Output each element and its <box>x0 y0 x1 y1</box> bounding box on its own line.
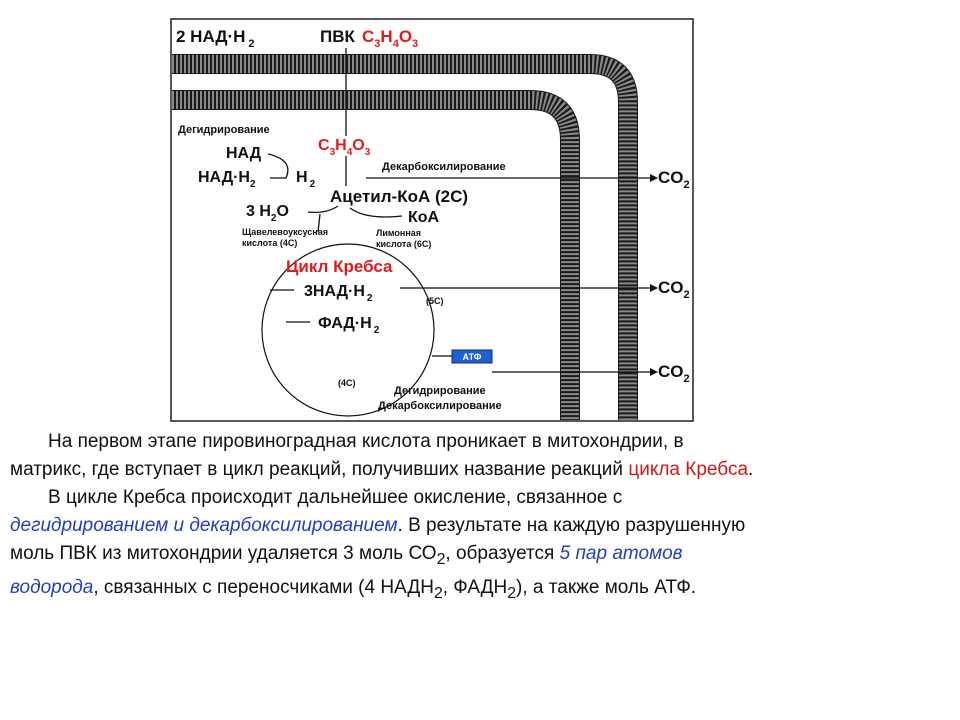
paragraph-2-line-3: моль ПВК из митохондрии удаляется 3 моль… <box>10 540 950 574</box>
p2-text-d: , образуется <box>445 543 560 564</box>
p2-text-b: . В результате на каждую разрушенную <box>397 515 746 536</box>
krebs-cycle-highlight: цикла Кребса <box>628 459 749 480</box>
decarboxylation-top-label: Декарбоксилирование <box>382 161 506 173</box>
citric-formation-line <box>317 213 321 233</box>
p1-text-b: матрикс, где вступает в цикл реакций, по… <box>10 459 629 480</box>
krebs-cycle-circle <box>261 243 435 417</box>
decarboxylation-bottom-label: Декарбоксилирование <box>378 400 502 412</box>
co2-subscript: 2 <box>436 550 446 568</box>
coa-label: КоА <box>408 209 440 226</box>
description-text: На первом этапе пировиноградная кислота … <box>10 428 950 608</box>
dehydrogenation-top-label: Дегидрирование <box>178 124 270 136</box>
paragraph-2-line-4: водорода, связанных с переносчиками (4 Н… <box>10 574 950 608</box>
p2-text-e: , связанных с переносчиками (4 НАДН <box>93 576 434 598</box>
co2-arrowhead-2 <box>650 284 658 292</box>
dehydrogenation-highlight: дегидрированием и декарбоксилированием <box>10 515 398 536</box>
paragraph-1-line-1: На первом этапе пировиноградная кислота … <box>10 428 950 456</box>
paragraph-1-line-2: матрикс, где вступает в цикл реакций, по… <box>10 456 950 484</box>
hydrogen-pairs-highlight: 5 пар атомов <box>559 543 683 564</box>
fadh-subscript: 2 <box>507 584 517 602</box>
p2-text-a: В цикле Кребса происходит дальнейшее оки… <box>48 487 623 508</box>
outer-membrane-ribs <box>172 55 637 420</box>
p1-text-end: . <box>748 459 754 480</box>
four-c-label: (4С) <box>338 378 356 388</box>
nadh2-left-label: НАД·Н2 <box>198 169 256 190</box>
diagram-frame <box>170 18 694 422</box>
water-arc <box>307 205 339 214</box>
p1-text-a: На первом этапе пировиноградная кислота … <box>48 431 684 452</box>
p2-text-g: ), а также моль АТФ. <box>516 576 697 598</box>
co2-arrowhead-1 <box>650 174 658 182</box>
co2-arrowhead-3 <box>650 368 658 376</box>
nad-reduction-arc <box>267 153 289 179</box>
oxaloacetic-line2: кислота (4С) <box>242 238 297 248</box>
oxaloacetic-line1: Щавелевоуксусная <box>242 227 328 237</box>
inner-membrane-ribs <box>172 91 579 420</box>
co2-label-2: CO2 <box>658 278 690 301</box>
pvk-inner-formula: C3H4O3 <box>318 137 371 158</box>
p2-text-c: моль ПВК из митохондрии удаляется 3 моль… <box>10 543 437 564</box>
five-c-label: (5С) <box>426 296 444 306</box>
hydrogen-highlight: водорода <box>10 576 94 598</box>
co2-label-1: CO2 <box>658 168 690 191</box>
acetyl-coa-label: Ацетил-КоА (2С) <box>330 187 468 206</box>
p2-text-f: , ФАДН <box>442 576 508 598</box>
nad-label: НАД <box>226 145 262 162</box>
atp-label: АТФ <box>463 352 482 362</box>
pvk-formula: C3H4O3 <box>362 27 418 50</box>
water-label: 3 Н2О <box>246 203 289 224</box>
nadh-subscript: 2 <box>433 584 443 602</box>
pvk-label: ПВК <box>320 27 355 46</box>
dehydrogenation-bottom-label: Дегидрирование <box>394 385 486 397</box>
paragraph-2-line-1: В цикле Кребса происходит дальнейшее оки… <box>10 484 950 512</box>
krebs-cycle-title: Цикл Кребса <box>286 257 393 276</box>
citric-line1: Лимонная <box>376 228 421 238</box>
paragraph-2-line-2: дегидрированием и декарбоксилированием. … <box>10 512 950 540</box>
coa-release-arc <box>349 207 403 218</box>
co2-label-3: CO2 <box>658 362 690 385</box>
citric-line2: кислота (6С) <box>376 239 431 249</box>
